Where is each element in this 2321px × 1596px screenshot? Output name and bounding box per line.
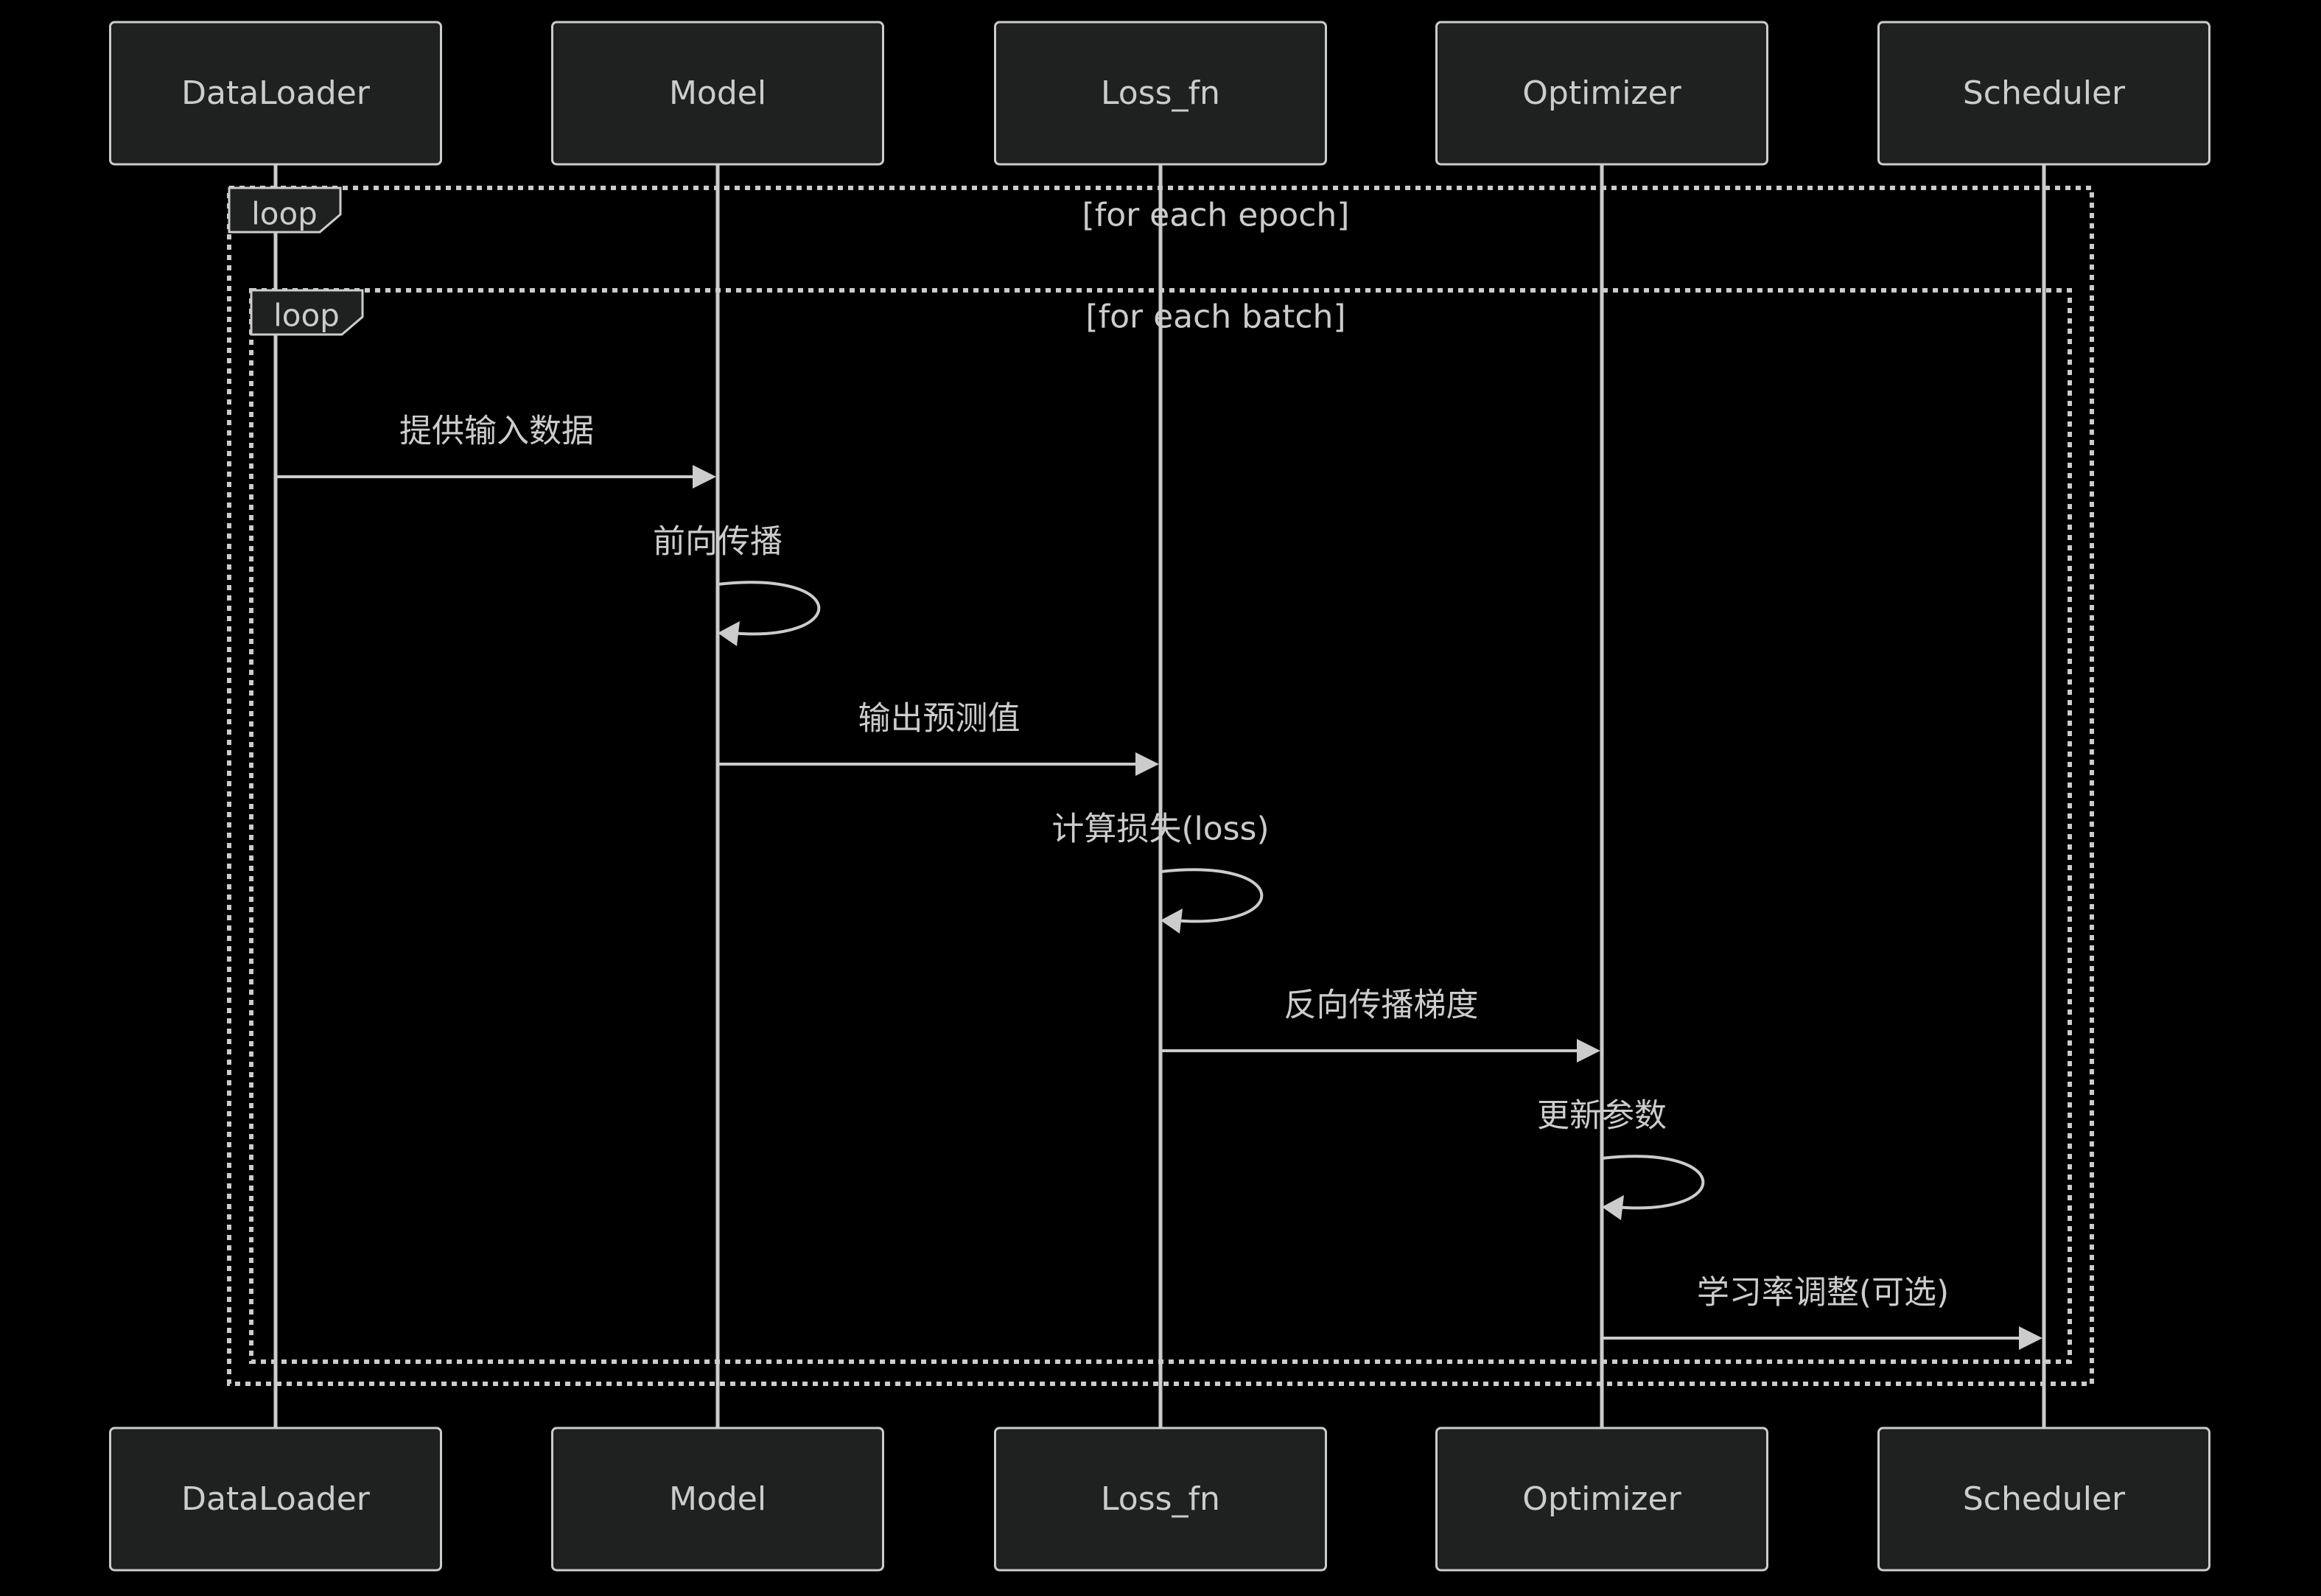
message: 更新参数	[1537, 1097, 1705, 1220]
actor-dataloader-bottom[interactable]: DataLoader	[109, 1427, 442, 1572]
actor-scheduler-top[interactable]: Scheduler	[1877, 21, 2210, 166]
actor-label: Model	[669, 74, 766, 112]
self-loop-arrow	[1601, 1155, 1705, 1210]
actor-label: Optimizer	[1522, 1480, 1681, 1518]
loop-box	[249, 288, 2072, 1364]
actor-box	[994, 1427, 1327, 1572]
actor-box	[551, 1427, 884, 1572]
message-label: 更新参数	[1537, 1097, 1667, 1135]
self-loop-arrow	[1160, 868, 1264, 923]
actor-label: Model	[669, 1480, 766, 1518]
actor-label: Loss_fn	[1101, 1480, 1220, 1518]
actor-label: Loss_fn	[1101, 74, 1220, 112]
message: 输出预测值	[718, 700, 1159, 776]
arrowhead-icon	[2019, 1326, 2042, 1350]
actor-box	[1435, 1427, 1768, 1572]
message: 反向传播梯度	[1160, 987, 1600, 1063]
loop-tag-label: loop	[251, 196, 318, 232]
actors-bottom: DataLoader Model Loss_fn Optimizer Scheduler	[109, 1427, 2210, 1572]
actor-model-top[interactable]: Model	[551, 21, 884, 166]
arrowhead-icon	[1135, 752, 1159, 776]
arrowhead-icon	[718, 621, 740, 646]
actor-label: Scheduler	[1963, 1480, 2126, 1518]
message: 计算损失(loss)	[1051, 811, 1270, 934]
actor-scheduler-bottom[interactable]: Scheduler	[1877, 1427, 2210, 1572]
actor-box	[1435, 21, 1768, 166]
actors-top: DataLoader Model Loss_fn Optimizer Scheduler	[109, 21, 2210, 166]
message: 学习率调整(可选)	[1602, 1274, 2042, 1350]
arrowhead-icon	[1160, 909, 1183, 934]
actor-box	[109, 21, 442, 166]
actor-dataloader-top[interactable]: DataLoader	[109, 21, 442, 166]
loop-condition: [for each epoch]	[1082, 197, 1350, 234]
actor-box	[551, 21, 884, 166]
actor-box	[1877, 1427, 2210, 1572]
lifelines	[273, 164, 2046, 1428]
actor-label: DataLoader	[181, 1480, 371, 1518]
actor-box	[994, 21, 1327, 166]
self-loop-arrow	[717, 581, 821, 636]
arrowhead-icon	[1577, 1039, 1600, 1063]
actor-loss_fn-top[interactable]: Loss_fn	[994, 21, 1327, 166]
message-label: 反向传播梯度	[1284, 987, 1479, 1024]
message-label: 提供输入数据	[399, 413, 594, 450]
loop-box	[227, 186, 2094, 1386]
loop-tag	[228, 186, 342, 234]
loop-tag-label: loop	[273, 298, 340, 334]
actor-box	[109, 1427, 442, 1572]
message-label: 输出预测值	[858, 700, 1021, 738]
loop-frame-epoch: loop [for each epoch]	[227, 186, 2094, 1386]
message-label: 计算损失(loss)	[1051, 811, 1269, 848]
loop-condition: [for each batch]	[1085, 298, 1345, 336]
actor-label: Scheduler	[1963, 74, 2126, 112]
message-label: 学习率调整(可选)	[1697, 1274, 1949, 1312]
actor-loss_fn-bottom[interactable]: Loss_fn	[994, 1427, 1327, 1572]
actor-label: Optimizer	[1522, 74, 1681, 112]
actor-label: DataLoader	[181, 74, 371, 112]
message: 提供输入数据	[276, 413, 716, 489]
message: 前向传播	[653, 523, 821, 646]
loop-tag	[250, 289, 364, 336]
actor-optimizer-top[interactable]: Optimizer	[1435, 21, 1768, 166]
actor-optimizer-bottom[interactable]: Optimizer	[1435, 1427, 1768, 1572]
arrowhead-icon	[693, 465, 716, 489]
actor-box	[1877, 21, 2210, 166]
arrowhead-icon	[1602, 1195, 1624, 1220]
message-label: 前向传播	[653, 523, 783, 561]
actor-model-bottom[interactable]: Model	[551, 1427, 884, 1572]
loop-frame-batch: loop [for each batch]	[249, 288, 2072, 1364]
